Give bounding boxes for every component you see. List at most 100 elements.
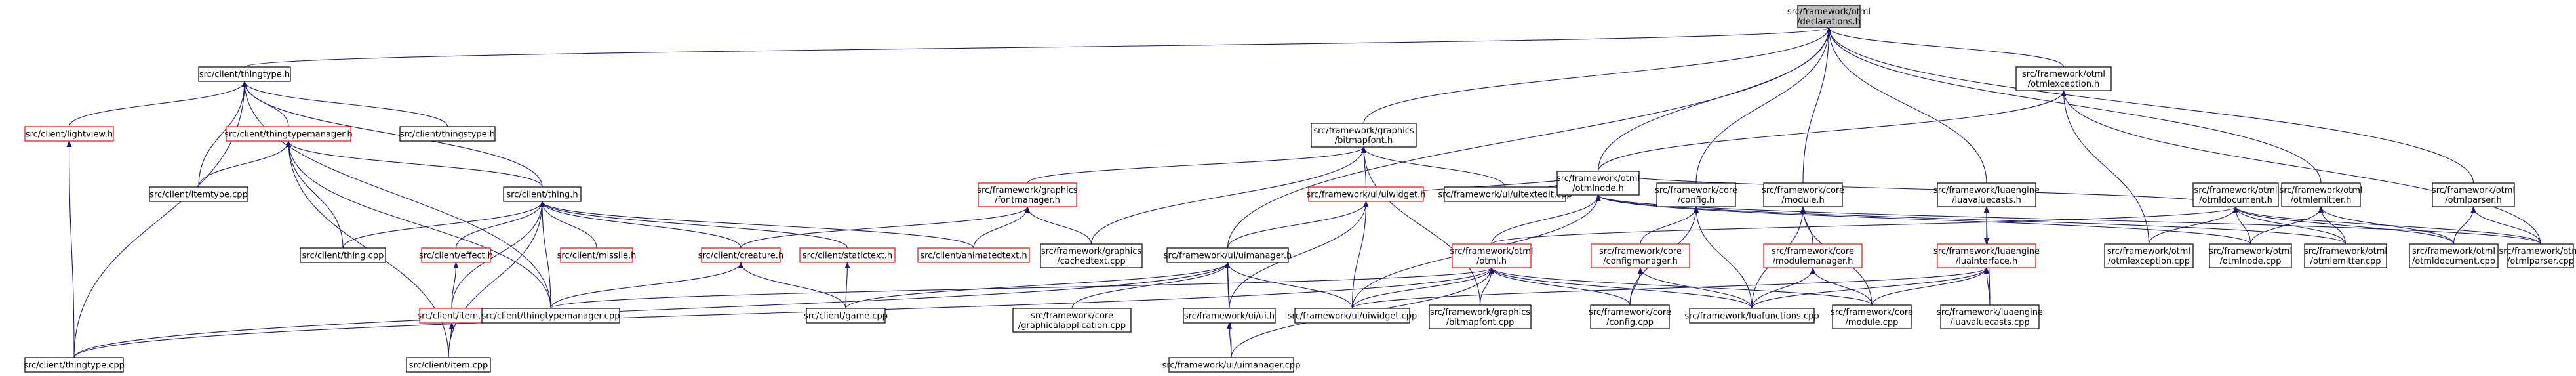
- edge-lightview_h-to-thingtype_cpp: [66, 140, 75, 358]
- edge-statictext_h-to-game_cpp: [844, 262, 850, 309]
- node-box: [1689, 308, 1815, 324]
- node-label: /luavaluecasts.h: [1952, 196, 2021, 205]
- node-box: [2507, 243, 2574, 268]
- node-thing-h[interactable]: src/client/thing.h: [503, 186, 582, 202]
- edge-otmldocument_h-to-otmlemitter_cpp: [2233, 206, 2347, 245]
- node-config-h[interactable]: src/framework/core/config.h: [1655, 182, 1737, 207]
- node-bitmapfont-cpp[interactable]: src/framework/graphics/bitmapfont.cpp: [1429, 304, 1532, 329]
- node-uiwidget-h[interactable]: src/framework/ui/uiwidget.h: [1306, 186, 1426, 202]
- node-bitmapfont-h[interactable]: src/framework/graphics/bitmapfont.h: [1311, 123, 1417, 148]
- edge-uiwidget_h-to-ui_h: [1229, 201, 1369, 309]
- node-uiwidget-cpp[interactable]: src/framework/ui/uiwidget.cpp: [1288, 308, 1417, 324]
- node-label: src/framework/ui/uimanager.h: [1164, 251, 1292, 261]
- edge-thingtype_h-to-thingtype_cpp: [73, 81, 247, 358]
- node-label: src/framework/otml: [1787, 7, 1871, 17]
- node-box: [2281, 182, 2361, 207]
- node-game-cpp[interactable]: src/client/game.cpp: [804, 308, 888, 324]
- node-graphicalapplication-cpp[interactable]: src/framework/core/graphicalapplication.…: [1012, 308, 1132, 333]
- node-box: [2192, 182, 2279, 207]
- edge-declarations_h-to-otmlparser_h: [1826, 27, 2474, 184]
- node-luavaluecasts-cpp[interactable]: src/framework/luaengine/luavaluecasts.cp…: [1937, 304, 2043, 329]
- node-box: [2104, 243, 2194, 268]
- node-otmlparser-cpp[interactable]: src/framework/otml/otmlparser.cpp: [2499, 243, 2576, 268]
- node-ui-h[interactable]: src/framework/ui/ui.h: [1183, 308, 1276, 324]
- node-otmlemitter-cpp[interactable]: src/framework/otml/otmlemitter.cpp: [2304, 243, 2387, 268]
- node-effect-h[interactable]: src/client/effect.h: [419, 247, 493, 263]
- edge-declarations_h-to-otmlnode_h: [1597, 27, 1832, 172]
- node-item-h[interactable]: src/client/item.h: [417, 308, 486, 324]
- node-box: [2432, 182, 2515, 207]
- edge-thing_h-to-animatedtext_h: [540, 201, 974, 249]
- node-itemtype-cpp[interactable]: src/client/itemtype.cpp: [149, 186, 248, 202]
- node-otmlexception-cpp[interactable]: src/framework/otml/otmlexception.cpp: [2104, 243, 2194, 268]
- node-uitextedit-cpp[interactable]: src/framework/ui/uitextedit.cpp: [1438, 186, 1572, 202]
- node-label: /otml.h: [1476, 257, 1507, 266]
- edge-thing_h-to-thingtypemanager_cpp: [540, 201, 551, 309]
- node-box: [481, 308, 620, 324]
- edge-fontmanager_h-to-cachedtext_cpp: [1025, 206, 1092, 245]
- node-animatedtext-h[interactable]: src/client/animatedtext.h: [917, 247, 1030, 263]
- node-luafunctions-cpp[interactable]: src/framework/luafunctions.cpp: [1684, 308, 1819, 324]
- node-lightview-h[interactable]: src/client/lightview.h: [24, 126, 114, 142]
- node-box: [1763, 182, 1843, 207]
- edge-modulemanager_h-to-luafunctions_cpp: [1751, 267, 1815, 309]
- edge-otml_h-to-module_cpp: [1489, 267, 1873, 306]
- node-creature-h[interactable]: src/client/creature.h: [698, 247, 783, 263]
- node-declarations-h[interactable]: src/framework/otml/declarations.h: [1787, 5, 1871, 28]
- node-otmlparser-h[interactable]: src/framework/otml/otmlparser.h: [2432, 182, 2515, 207]
- edge-configmanager_h-to-luafunctions_cpp: [1638, 267, 1753, 309]
- node-statictext-h[interactable]: src/client/statictext.h: [799, 247, 896, 263]
- node-module-h[interactable]: src/framework/core/module.h: [1762, 182, 1844, 207]
- node-label: src/framework/otml: [2499, 247, 2576, 257]
- node-otml-h[interactable]: src/framework/otml/otml.h: [1450, 243, 1534, 268]
- node-label: src/client/thingtypemanager.h: [224, 130, 353, 140]
- node-config-cpp[interactable]: src/framework/core/config.cpp: [1589, 304, 1671, 329]
- edge-bitmapfont_h-to-cachedtext_cpp: [1090, 146, 1366, 245]
- edge-declarations_h-to-thingtype_h: [244, 27, 1831, 68]
- node-otmlemitter-h[interactable]: src/framework/otml/otmlemitter.h: [2279, 182, 2363, 207]
- node-box: [978, 182, 1077, 207]
- node-cachedtext-cpp[interactable]: src/framework/graphics/cachedtext.cpp: [1040, 243, 1143, 268]
- node-fontmanager-h[interactable]: src/framework/graphics/fontmanager.h: [977, 182, 1078, 207]
- node-thingstype-h[interactable]: src/client/thingstype.h: [399, 126, 496, 142]
- node-box: [1294, 308, 1410, 324]
- node-box: [2409, 243, 2499, 268]
- node-otmlnode-cpp[interactable]: src/framework/otml/otmlnode.cpp: [2209, 243, 2292, 268]
- node-label: /otmlemitter.h: [2291, 196, 2352, 205]
- node-luavaluecasts-h[interactable]: src/framework/luaengine/luavaluecasts.h: [1933, 182, 2040, 207]
- node-label: src/framework/core: [1589, 308, 1671, 318]
- node-modulemanager-h[interactable]: src/framework/core/modulemanager.h: [1763, 243, 1863, 268]
- node-thingtype-cpp[interactable]: src/client/thingtype.cpp: [24, 357, 125, 373]
- node-box: [1311, 123, 1417, 148]
- node-label: /otmlexception.cpp: [2108, 257, 2190, 266]
- node-thingtypemanager-cpp[interactable]: src/client/thingtypemanager.cpp: [481, 308, 620, 324]
- node-thing-cpp[interactable]: src/client/thing.cpp: [300, 247, 386, 263]
- edge-effect_h-to-item_h: [451, 262, 459, 309]
- node-label: src/client/animatedtext.h: [920, 251, 1027, 261]
- node-uimanager-cpp[interactable]: src/framework/ui/uimanager.cpp: [1162, 357, 1301, 373]
- node-label: src/framework/otml: [2209, 247, 2292, 257]
- node-thingtype-h[interactable]: src/client/thingtype.h: [198, 66, 291, 82]
- node-label: /otmlemitter.cpp: [2310, 257, 2381, 266]
- node-luainterface-h[interactable]: src/framework/luaengine/luainterface.h: [1933, 243, 2040, 268]
- node-otmldocument-h[interactable]: src/framework/otml/otmldocument.h: [2192, 182, 2279, 207]
- edge-fontmanager_h-to-animatedtext_h: [973, 206, 1030, 249]
- node-uimanager-h[interactable]: src/framework/ui/uimanager.h: [1164, 247, 1292, 263]
- edge-thing_h-to-missile_h: [540, 201, 597, 249]
- edge-uiwidget_h-to-uiwidget_cpp: [1351, 201, 1369, 309]
- node-box: [1656, 182, 1736, 207]
- node-item-cpp[interactable]: src/client/item.cpp: [406, 357, 491, 373]
- node-module-cpp[interactable]: src/framework/core/module.cpp: [1831, 304, 1913, 329]
- node-otmlexception-h[interactable]: src/framework/otml/otmlexception.h: [2015, 66, 2112, 91]
- node-label: src/framework/otml: [2412, 247, 2495, 257]
- node-label: src/client/statictext.h: [803, 251, 892, 261]
- node-box: [1183, 308, 1276, 324]
- node-box: [1797, 5, 1861, 28]
- node-configmanager-h[interactable]: src/framework/core/configmanager.h: [1591, 243, 1690, 268]
- node-otmldocument-cpp[interactable]: src/framework/otml/otmldocument.cpp: [2409, 243, 2499, 268]
- node-missile-h[interactable]: src/client/missile.h: [557, 247, 637, 263]
- node-otmlnode-h[interactable]: src/framework/otml/otmlnode.h: [1556, 171, 1640, 196]
- node-thingtypemanager-h[interactable]: src/client/thingtypemanager.h: [224, 126, 353, 142]
- node-box: [806, 308, 886, 324]
- node-label: src/framework/graphics: [977, 186, 1078, 196]
